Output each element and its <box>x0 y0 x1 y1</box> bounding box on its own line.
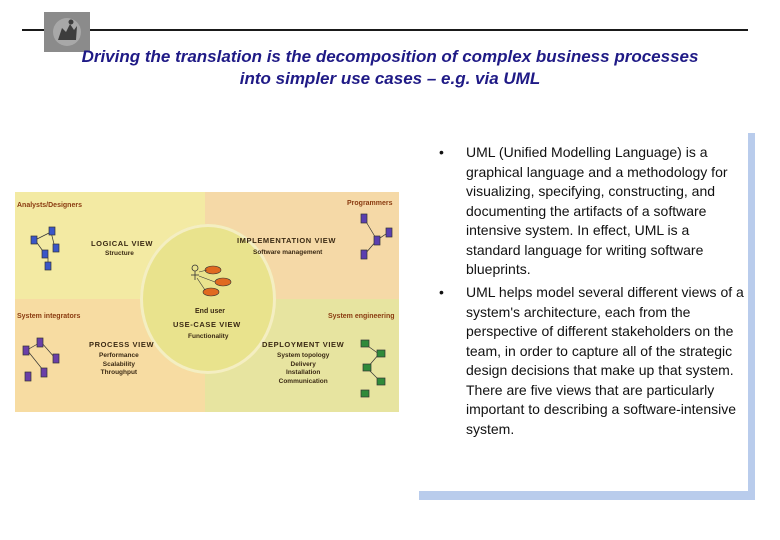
process-view-sub: Performance Scalability Throughput <box>99 352 139 376</box>
slide-title: Driving the translation is the decomposi… <box>0 46 780 90</box>
uml-4plus1-diagram: Analysts/Designers Programmers System in… <box>15 192 399 412</box>
use-case-actor-icon <box>191 264 232 297</box>
deployment-view-sub: System topology Delivery Installation Co… <box>277 352 330 385</box>
header-rule-right <box>90 29 748 31</box>
university-seal-icon <box>44 12 90 52</box>
slide-title-line-2: into simpler use cases – e.g. via UML <box>239 69 541 88</box>
logical-view-title: LOGICAL VIEW <box>91 239 154 248</box>
role-end-user: End user <box>195 308 225 315</box>
uml-text-box: • UML (Unified Modelling Language) is a … <box>419 133 755 500</box>
use-case-view-sub: Functionality <box>188 333 229 340</box>
header-rule-left <box>22 29 44 31</box>
node-sketches <box>22 213 393 398</box>
slide-title-line-1: Driving the translation is the decomposi… <box>81 47 699 66</box>
logical-view-sub: Structure <box>105 250 134 257</box>
role-engineering: System engineering <box>328 313 395 320</box>
process-view-title: PROCESS VIEW <box>89 340 155 349</box>
deployment-view-title: DEPLOYMENT VIEW <box>262 340 345 349</box>
bullet-item: • UML helps model several different view… <box>439 283 744 458</box>
bullet-text: UML helps model several different views … <box>466 284 744 437</box>
logical-node-icon <box>30 226 60 271</box>
bullet-text: UML (Unified Modelling Language) is a gr… <box>466 144 728 277</box>
uml-text-box-inner: • UML (Unified Modelling Language) is a … <box>419 133 748 491</box>
deployment-node-icon <box>360 339 386 398</box>
bullet-item: • UML (Unified Modelling Language) is a … <box>439 143 744 278</box>
implementation-view-title: IMPLEMENTATION VIEW <box>237 236 337 245</box>
process-node-icon <box>22 337 60 382</box>
use-case-ellipse <box>140 224 276 374</box>
bullet-symbol: • <box>439 144 444 160</box>
bullet-symbol: • <box>439 284 444 300</box>
use-case-view-title: USE-CASE VIEW <box>173 320 241 329</box>
role-integrators: System integrators <box>17 313 81 320</box>
role-analysts: Analysts/Designers <box>17 202 82 209</box>
implementation-view-sub: Software management <box>253 249 323 256</box>
role-programmers: Programmers <box>347 200 393 207</box>
component-node-icon <box>360 213 393 260</box>
